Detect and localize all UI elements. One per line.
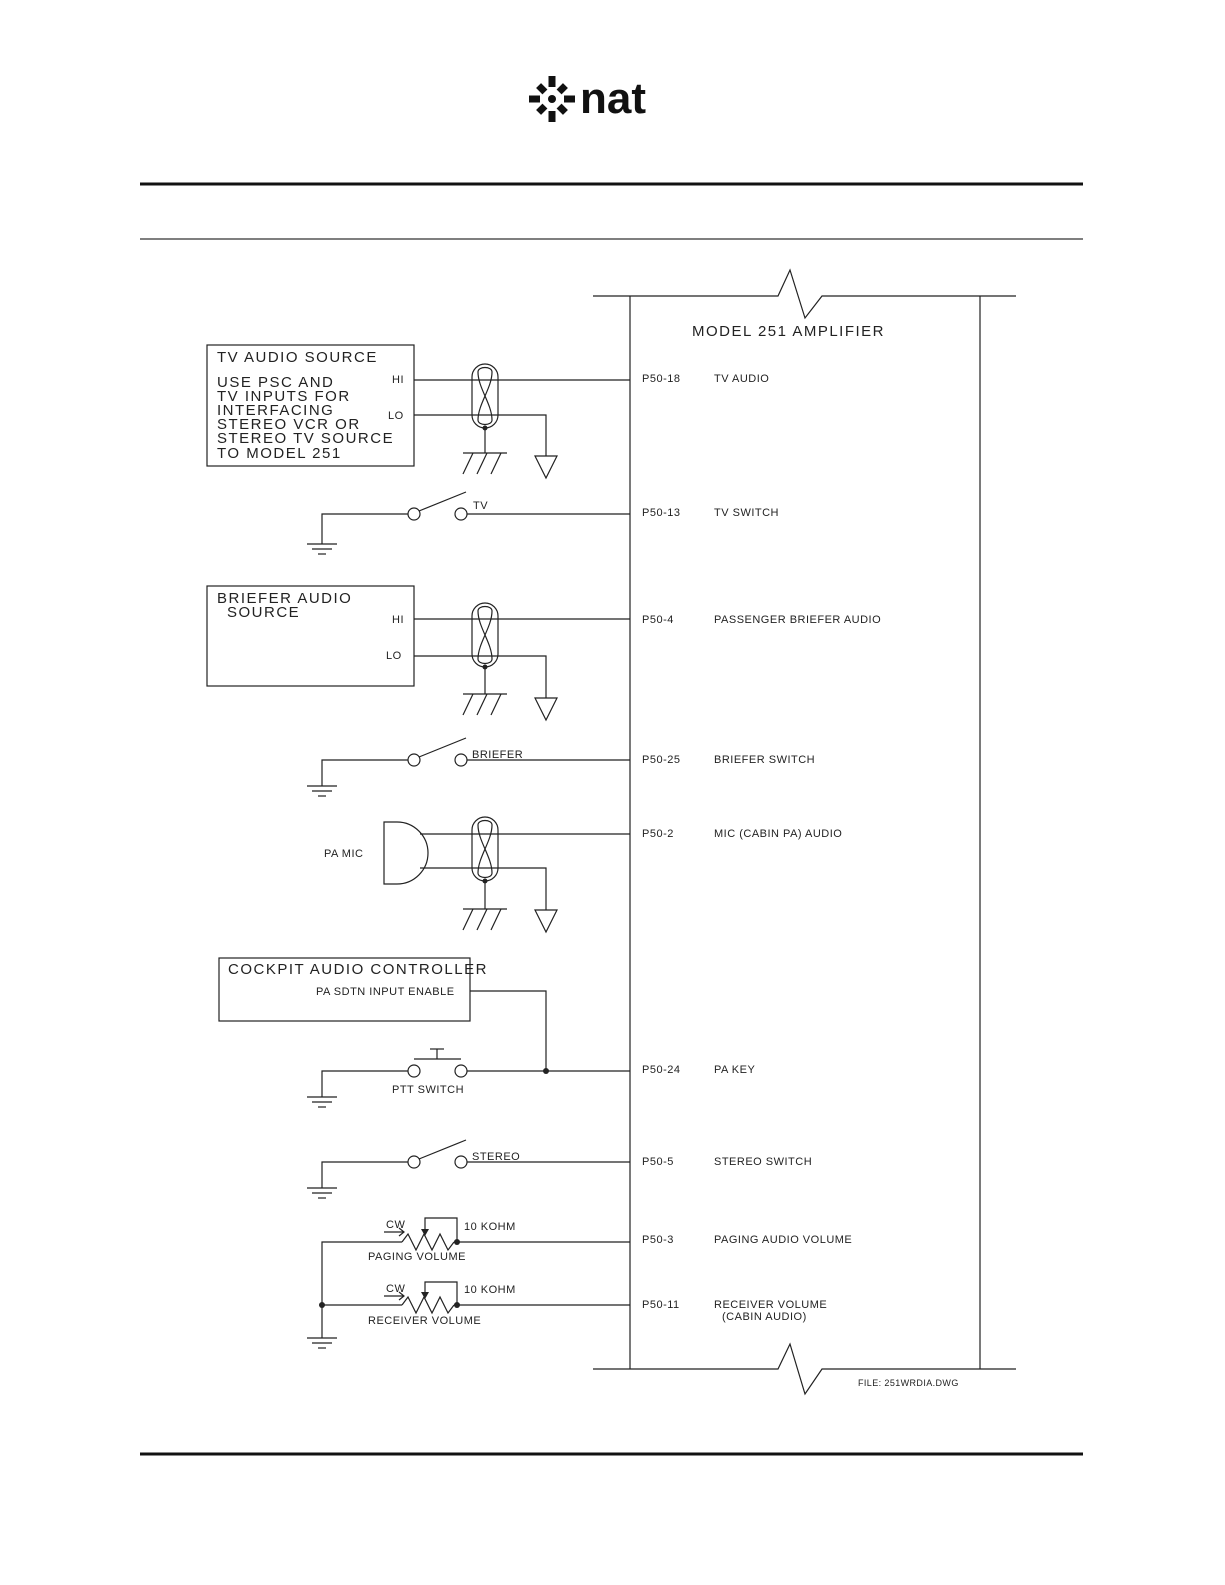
switch-label: TV [473,500,488,512]
briefer-title: BRIEFER AUDIO [217,590,352,607]
pin-id: P50-25 [642,754,680,766]
ground-icon [307,1337,337,1349]
pin-id: P50-5 [642,1156,674,1168]
pin-label: MIC (CABIN PA) AUDIO [714,828,842,840]
cockpit-signal: PA SDTN INPUT ENABLE [316,986,455,998]
ground-icon [307,785,337,797]
stereo-switch: STEREO [307,1139,630,1199]
tv-audio-note: STEREO VCR OR [217,416,361,433]
ground-icon [307,543,337,555]
pin-list: P50-18 TV AUDIO P50-13 TV SWITCH P50-4 P… [642,373,881,1323]
amplifier-block: MODEL 251 AMPLIFIER [593,268,1016,1396]
pot-value: 10 KOHM [464,1221,516,1233]
tv-audio-title: TV AUDIO SOURCE [217,349,378,366]
cw-label: CW [386,1283,405,1295]
file-name: FILE: 251WRDIA.DWG [858,1378,959,1388]
signal-ground-icon [534,455,558,480]
pot-value: 10 KOHM [464,1284,516,1296]
switch-label: BRIEFER [472,749,523,761]
pin-id: P50-2 [642,828,674,840]
cockpit-title: COCKPIT AUDIO CONTROLLER [228,961,488,978]
pin-label: TV SWITCH [714,507,779,519]
volume-controls: CW 10 KOHM PAGING VOLUME CW 10 KOHM RECE… [307,1217,630,1349]
lo-label: LO [386,650,402,662]
tv-audio-note: TV INPUTS FOR [217,388,351,405]
chassis-ground-icon [462,908,507,931]
tv-switch: TV [307,491,630,555]
pa-mic-label: PA MIC [324,848,363,860]
pin-label: PA KEY [714,1064,755,1076]
pin-id: P50-3 [642,1234,674,1246]
pin-label: PAGING AUDIO VOLUME [714,1234,852,1246]
pa-mic: PA MIC [324,816,630,934]
tv-audio-note: STEREO TV SOURCE [217,430,394,447]
ptt-switch: PTT SWITCH [307,1048,630,1108]
switch-label: STEREO [472,1151,520,1163]
paging-volume-pot: CW 10 KOHM PAGING VOLUME [368,1217,630,1263]
chassis-ground-icon [462,452,507,475]
pin-id: P50-13 [642,507,680,519]
hi-label: HI [392,374,404,386]
pin-label: TV AUDIO [714,373,769,385]
pot-name: PAGING VOLUME [368,1251,466,1263]
shielded-pair-icon [471,602,499,694]
tv-audio-note: INTERFACING [217,402,334,419]
receiver-volume-pot: CW 10 KOHM RECEIVER VOLUME [368,1281,630,1327]
pin-id: P50-4 [642,614,674,626]
briefer-title: SOURCE [227,604,300,621]
ground-icon [307,1096,337,1108]
briefer-switch: BRIEFER [307,737,630,797]
briefer-audio-source: BRIEFER AUDIO SOURCE HI LO [206,585,630,722]
pin-id: P50-11 [642,1299,680,1311]
shielded-pair-icon [471,363,499,453]
ptt-label: PTT SWITCH [392,1084,464,1096]
resistor-icon [401,1295,455,1315]
tv-audio-note: USE PSC AND [217,374,334,391]
cockpit-audio-controller: COCKPIT AUDIO CONTROLLER PA SDTN INPUT E… [218,957,547,1071]
microphone-icon [383,821,429,885]
shielded-pair-icon [471,816,499,909]
pin-label: PASSENGER BRIEFER AUDIO [714,614,881,626]
pin-id: P50-24 [642,1064,680,1076]
pin-label: RECEIVER VOLUME [714,1299,827,1311]
pin-label: STEREO SWITCH [714,1156,812,1168]
cw-label: CW [386,1219,405,1231]
pin-id: P50-18 [642,373,680,385]
signal-ground-icon [534,697,558,722]
resistor-icon [401,1232,455,1252]
chassis-ground-icon [462,693,507,716]
hi-label: HI [392,614,404,626]
pin-label-line2: (CABIN AUDIO) [722,1311,807,1323]
signal-ground-icon [534,909,558,934]
nat-logo: nat [529,74,646,123]
tv-audio-source: TV AUDIO SOURCE USE PSC AND TV INPUTS FO… [206,344,630,480]
pin-label: BRIEFER SWITCH [714,754,815,766]
amplifier-title: MODEL 251 AMPLIFIER [692,323,885,340]
logo-text: nat [580,74,646,123]
lo-label: LO [388,410,404,422]
tv-audio-note: TO MODEL 251 [217,445,342,462]
pot-name: RECEIVER VOLUME [368,1315,481,1327]
starburst-icon [529,76,575,122]
ground-icon [307,1187,337,1199]
